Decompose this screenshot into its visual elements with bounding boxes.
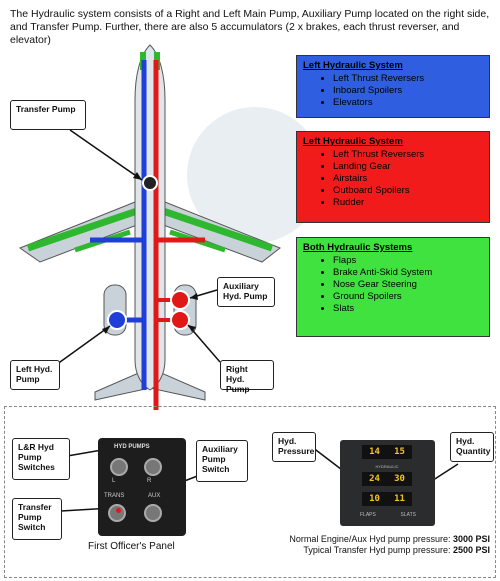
gauge-value: 24 [369, 474, 380, 484]
switch-label-trans: TRANS [104, 493, 125, 499]
lr-switches-callout: L&R Hyd Pump Switches [12, 438, 70, 480]
transfer-pressure-label: Typical Transfer Hyd pump pressure: [303, 545, 451, 555]
panel-caption: First Officer's Panel [88, 541, 175, 552]
hyd-quantity-callout: Hyd. Quantity [450, 432, 494, 462]
left-system-list: Left Thrust Reversers Inboard Spoilers E… [303, 73, 483, 109]
gauge-label-hydraulic: HYDRAULIC [375, 464, 399, 469]
intro-text: The Hydraulic system consists of a Right… [10, 8, 490, 46]
gauge-row-1: 14 15 [362, 445, 412, 459]
panel-frame [4, 406, 496, 578]
list-item: Left Thrust Reversers [333, 73, 483, 85]
list-item: Nose Gear Steering [333, 279, 483, 291]
normal-pressure-label: Normal Engine/Aux Hyd pump pressure: [289, 534, 451, 544]
gauge-label: FLAPS [360, 512, 376, 518]
left-wing-green-line [26, 206, 142, 252]
list-item: Left Thrust Reversers [333, 149, 483, 161]
right-system-title: Left Hydraulic System [303, 136, 403, 147]
transfer-pump-icon [142, 175, 158, 191]
list-item: Inboard Spoilers [333, 85, 483, 97]
transfer-pressure-value: 2500 PSI [452, 545, 490, 555]
right-pump-switch-icon[interactable] [144, 458, 162, 476]
list-item: Landing Gear [333, 161, 483, 173]
left-pump-callout: Left Hyd. Pump [10, 360, 60, 390]
both-systems-list: Flaps Brake Anti-Skid System Nose Gear S… [303, 255, 483, 315]
left-pump-switch-icon[interactable] [110, 458, 128, 476]
transfer-indicator-icon [116, 508, 121, 513]
switch-label-aux: AUX [148, 493, 161, 499]
hyd-pressure-callout: Hyd. Pressure [272, 432, 316, 462]
right-pump-callout: Right Hyd. Pump [220, 360, 274, 394]
panel-title: HYD PUMPS [114, 444, 150, 450]
normal-pressure-value: 3000 PSI [452, 534, 490, 544]
gauge-label: SLATS [400, 512, 416, 518]
aux-pump-callout: Auxiliary Hyd. Pump [217, 277, 275, 307]
right-system-list: Left Thrust Reversers Landing Gear Airst… [303, 149, 483, 209]
right-hydraulic-system-box: Left Hydraulic System Left Thrust Revers… [296, 131, 490, 223]
gauge-value: 15 [394, 447, 405, 457]
list-item: Slats [333, 303, 483, 315]
transfer-switch-callout: Transfer Pump Switch [12, 498, 62, 540]
left-hydraulic-system-box: Left Hydraulic System Left Thrust Revers… [296, 55, 490, 118]
transfer-pump-callout: Transfer Pump [10, 100, 86, 130]
gauge-row-3: 10 11 [362, 492, 412, 506]
both-hydraulic-systems-box: Both Hydraulic Systems Flaps Brake Anti-… [296, 237, 490, 337]
pump-switch-panel-photo: HYD PUMPS L R TRANS AUX [98, 438, 186, 536]
pressure-notes: Normal Engine/Aux Hyd pump pressure: 300… [240, 534, 490, 556]
watermark-circle [187, 107, 323, 243]
aux-pump-switch-icon[interactable] [144, 504, 162, 522]
fuselage [134, 44, 166, 391]
both-systems-title: Both Hydraulic Systems [303, 242, 413, 253]
list-item: Airstairs [333, 173, 483, 185]
list-item: Rudder [333, 197, 483, 209]
transfer-pressure-line: Typical Transfer Hyd pump pressure: 2500… [240, 545, 490, 556]
list-item: Flaps [333, 255, 483, 267]
gauge-value: 14 [369, 447, 380, 457]
gauge-value: 11 [394, 494, 405, 504]
aux-pump-icon [170, 290, 190, 310]
list-item: Ground Spoilers [333, 291, 483, 303]
switch-label-l: L [112, 478, 116, 484]
transfer-pump-switch-icon[interactable] [108, 504, 126, 522]
right-pump-icon [170, 310, 190, 330]
gauge-bottom-labels: FLAPS SLATS [360, 512, 416, 518]
right-wing-green-line [158, 206, 274, 252]
normal-pressure-line: Normal Engine/Aux Hyd pump pressure: 300… [240, 534, 490, 545]
list-item: Elevators [333, 97, 483, 109]
list-item: Outboard Spoilers [333, 185, 483, 197]
gauge-value: 10 [369, 494, 380, 504]
list-item: Brake Anti-Skid System [333, 267, 483, 279]
left-system-title: Left Hydraulic System [303, 60, 403, 71]
gauge-value: 30 [394, 474, 405, 484]
aux-switch-callout: Auxiliary Pump Switch [196, 440, 248, 482]
gauge-row-2: 24 30 [362, 472, 412, 486]
hydraulic-gauge-photo: 14 15 HYDRAULIC 24 30 10 11 FLAPS SLATS [340, 440, 435, 526]
switch-label-r: R [147, 478, 152, 484]
left-pump-icon [107, 310, 127, 330]
